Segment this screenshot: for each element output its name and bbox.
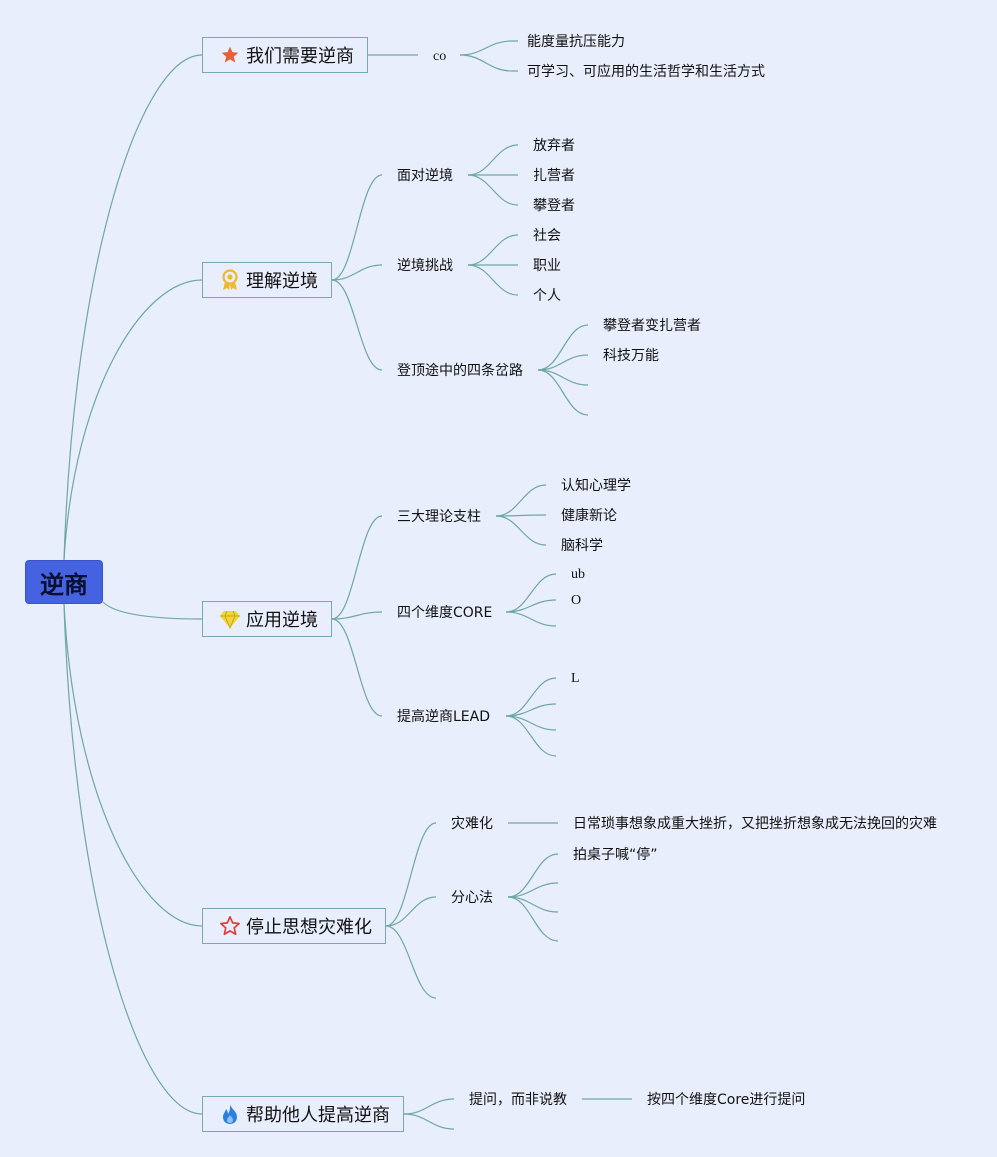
leaf-node[interactable]: L: [571, 671, 580, 686]
leaf-node[interactable]: 脑科学: [561, 538, 603, 554]
connector-line: [331, 264, 383, 281]
sub-node[interactable]: 灾难化: [451, 816, 493, 832]
connector-line: [505, 611, 557, 627]
leaf-node[interactable]: 攀登者: [533, 198, 575, 214]
root-connector-line: [63, 54, 203, 561]
leaf-node[interactable]: 社会: [533, 228, 561, 244]
medal-icon: [219, 269, 241, 291]
flame-icon: [219, 1103, 241, 1125]
branch-label: 应用逆境: [246, 610, 318, 631]
sub-node-lead[interactable]: 提高逆商LEAD: [397, 709, 491, 725]
connector-line: [537, 354, 589, 371]
connector-line: [459, 54, 518, 72]
connector-line: [537, 324, 589, 371]
connector-line: [331, 279, 383, 371]
connector-line: [385, 896, 437, 927]
sub-node[interactable]: 逆境挑战: [397, 258, 453, 274]
leaf-node[interactable]: O: [571, 593, 582, 608]
connector-line: [495, 515, 547, 546]
sub-node[interactable]: 面对逆境: [397, 168, 453, 184]
leaf-node[interactable]: 个人: [533, 288, 561, 304]
branch-node-apply-adversity[interactable]: 应用逆境: [202, 601, 332, 637]
branch-node-understand-adversity[interactable]: 理解逆境: [202, 262, 332, 298]
leaf-node[interactable]: 能度量抗压能力: [527, 34, 625, 50]
leaf-node[interactable]: 拍桌子喊“停”: [573, 847, 658, 863]
leaf-node[interactable]: 攀登者变扎营者: [603, 318, 701, 334]
root-connector-line: [63, 279, 203, 561]
leaf-node[interactable]: 职业: [533, 258, 561, 274]
root-connector-line: [63, 603, 203, 927]
star-outline-icon: [219, 915, 241, 937]
connector-line: [467, 234, 519, 266]
root-connector-line: [102, 601, 203, 620]
connector-line: [331, 515, 383, 620]
leaf-node[interactable]: 放弃者: [533, 138, 575, 154]
leaf-node[interactable]: ub: [571, 567, 585, 582]
connector-line: [385, 925, 437, 999]
connector-line: [505, 703, 557, 717]
leaf-node[interactable]: 扎营者: [533, 168, 575, 184]
star-filled-icon: [219, 44, 241, 66]
connector-line: [495, 484, 547, 517]
connector-line: [403, 1098, 455, 1115]
branch-node-stop-catastrophizing[interactable]: 停止思想灾难化: [202, 908, 386, 944]
connector-line: [507, 853, 559, 898]
connector-line: [507, 896, 559, 942]
leaf-node[interactable]: 认知心理学: [561, 478, 631, 494]
root-label: 逆商: [40, 570, 88, 599]
diamond-icon: [219, 608, 241, 630]
connector-line: [505, 677, 557, 717]
branch-label: 理解逆境: [246, 271, 318, 292]
sub-node[interactable]: 分心法: [451, 890, 493, 906]
sub-node[interactable]: 登顶途中的四条岔路: [397, 363, 523, 379]
branch-label: 帮助他人提高逆商: [246, 1105, 390, 1126]
connector-line: [331, 618, 383, 717]
connector-line: [467, 174, 519, 206]
branch-node-need-aq[interactable]: 我们需要逆商: [202, 37, 368, 73]
sub-node[interactable]: 三大理论支柱: [397, 509, 481, 525]
root-connector-line: [63, 603, 203, 1115]
connector-line: [505, 715, 557, 757]
connector-line: [467, 144, 519, 176]
connector-line: [505, 573, 557, 613]
leaf-node[interactable]: 科技万能: [603, 348, 659, 364]
connector-line: [505, 599, 557, 613]
leaf-node[interactable]: 按四个维度Core进行提问: [647, 1092, 806, 1108]
branch-label: 停止思想灾难化: [246, 917, 372, 938]
root-node[interactable]: 逆商: [25, 560, 103, 604]
branch-label: 我们需要逆商: [246, 46, 354, 67]
sub-node-co[interactable]: co: [433, 49, 447, 64]
connector-line: [403, 1113, 455, 1130]
sub-node[interactable]: 提问，而非说教: [469, 1092, 567, 1108]
branch-node-help-others[interactable]: 帮助他人提高逆商: [202, 1096, 404, 1132]
connector-line: [537, 369, 589, 416]
connector-line: [331, 611, 383, 620]
connector-line: [459, 40, 518, 56]
sub-node-core[interactable]: 四个维度CORE: [397, 605, 493, 621]
leaf-node[interactable]: 日常琐事想象成重大挫折，又把挫折想象成无法挽回的灾难: [573, 816, 937, 832]
leaf-node[interactable]: 健康新论: [561, 508, 617, 524]
connector-line: [467, 264, 519, 296]
connector-line: [331, 174, 383, 281]
connector-line: [507, 882, 559, 898]
leaf-node[interactable]: 可学习、可应用的生活哲学和生活方式: [527, 64, 765, 80]
connector-line: [385, 822, 437, 927]
